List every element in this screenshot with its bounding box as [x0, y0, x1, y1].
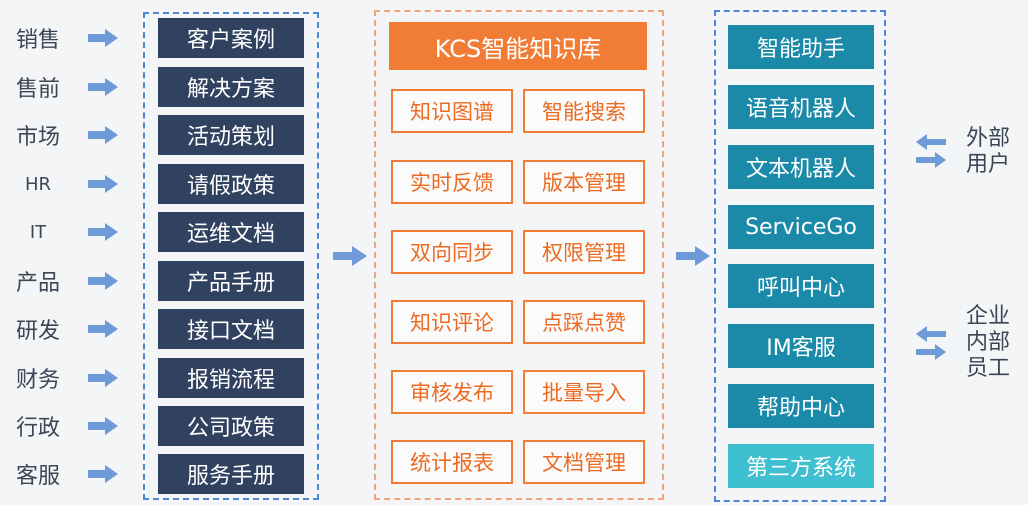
arrow-right-icon: [88, 369, 118, 387]
content-item: 活动策划: [158, 115, 304, 155]
arrow-right-icon: [88, 320, 118, 338]
channel-item: ServiceGo: [728, 205, 874, 249]
arrow-right-icon: [676, 246, 710, 266]
kcs-feature: 文档管理: [523, 440, 645, 484]
content-item: 客户案例: [158, 18, 304, 58]
kcs-feature: 版本管理: [523, 160, 645, 204]
department-label: HR: [24, 173, 52, 195]
content-item: 报销流程: [158, 358, 304, 398]
arrow-right-icon: [88, 78, 118, 96]
arrow-right-icon: [88, 417, 118, 435]
department-label: 产品: [15, 271, 60, 296]
kcs-feature: 权限管理: [523, 230, 645, 274]
kcs-feature: 审核发布: [391, 370, 513, 414]
content-sources-panel: [143, 12, 319, 500]
label-line: 外部: [965, 126, 1010, 151]
label-line: 员工: [965, 356, 1010, 381]
bidirectional-arrow-icon: [916, 134, 946, 168]
kcs-feature: 统计报表: [391, 440, 513, 484]
kcs-feature: 知识图谱: [391, 89, 513, 133]
department-label: 销售: [15, 28, 60, 53]
department-label: IT: [29, 221, 47, 243]
content-item: 公司政策: [158, 406, 304, 446]
external-users-label: 外部 用户: [958, 126, 1018, 178]
bidirectional-arrow-icon: [916, 326, 946, 360]
channel-item: 呼叫中心: [728, 264, 874, 308]
department-label: 市场: [15, 125, 60, 150]
label-line: 企业: [965, 304, 1010, 329]
channel-item: 帮助中心: [728, 384, 874, 428]
content-item: 请假政策: [158, 164, 304, 204]
arrow-right-icon: [88, 223, 118, 241]
channel-item: 语音机器人: [728, 85, 874, 129]
channels-panel: [714, 10, 886, 502]
arrow-right-icon: [88, 272, 118, 290]
channel-item: 智能助手: [728, 25, 874, 69]
kcs-feature: 批量导入: [523, 370, 645, 414]
arrow-right-icon: [88, 175, 118, 193]
arrow-right-icon: [88, 465, 118, 483]
kcs-title: KCS智能知识库: [389, 22, 647, 70]
kcs-feature: 智能搜索: [523, 89, 645, 133]
department-label: 售前: [15, 77, 60, 102]
content-item: 服务手册: [158, 454, 304, 494]
internal-employees-label: 企业 内部 员工: [958, 304, 1018, 382]
content-item: 运维文档: [158, 212, 304, 252]
channel-item: 第三方系统: [728, 444, 874, 488]
kcs-feature: 实时反馈: [391, 160, 513, 204]
kcs-panel: [374, 10, 664, 500]
kcs-feature: 双向同步: [391, 230, 513, 274]
arrow-right-icon: [333, 246, 367, 266]
label-line: 用户: [965, 152, 1010, 177]
channel-item: 文本机器人: [728, 145, 874, 189]
kcs-feature: 知识评论: [391, 300, 513, 344]
arrow-right-icon: [88, 29, 118, 47]
kcs-feature: 点踩点赞: [523, 300, 645, 344]
department-label: 客服: [15, 464, 60, 489]
content-item: 解决方案: [158, 67, 304, 107]
department-label: 财务: [15, 368, 60, 393]
content-item: 产品手册: [158, 261, 304, 301]
arrow-right-icon: [88, 126, 118, 144]
department-label: 研发: [15, 319, 60, 344]
content-item: 接口文档: [158, 309, 304, 349]
channel-item: IM客服: [728, 324, 874, 368]
label-line: 内部: [965, 330, 1010, 355]
department-label: 行政: [15, 416, 60, 441]
